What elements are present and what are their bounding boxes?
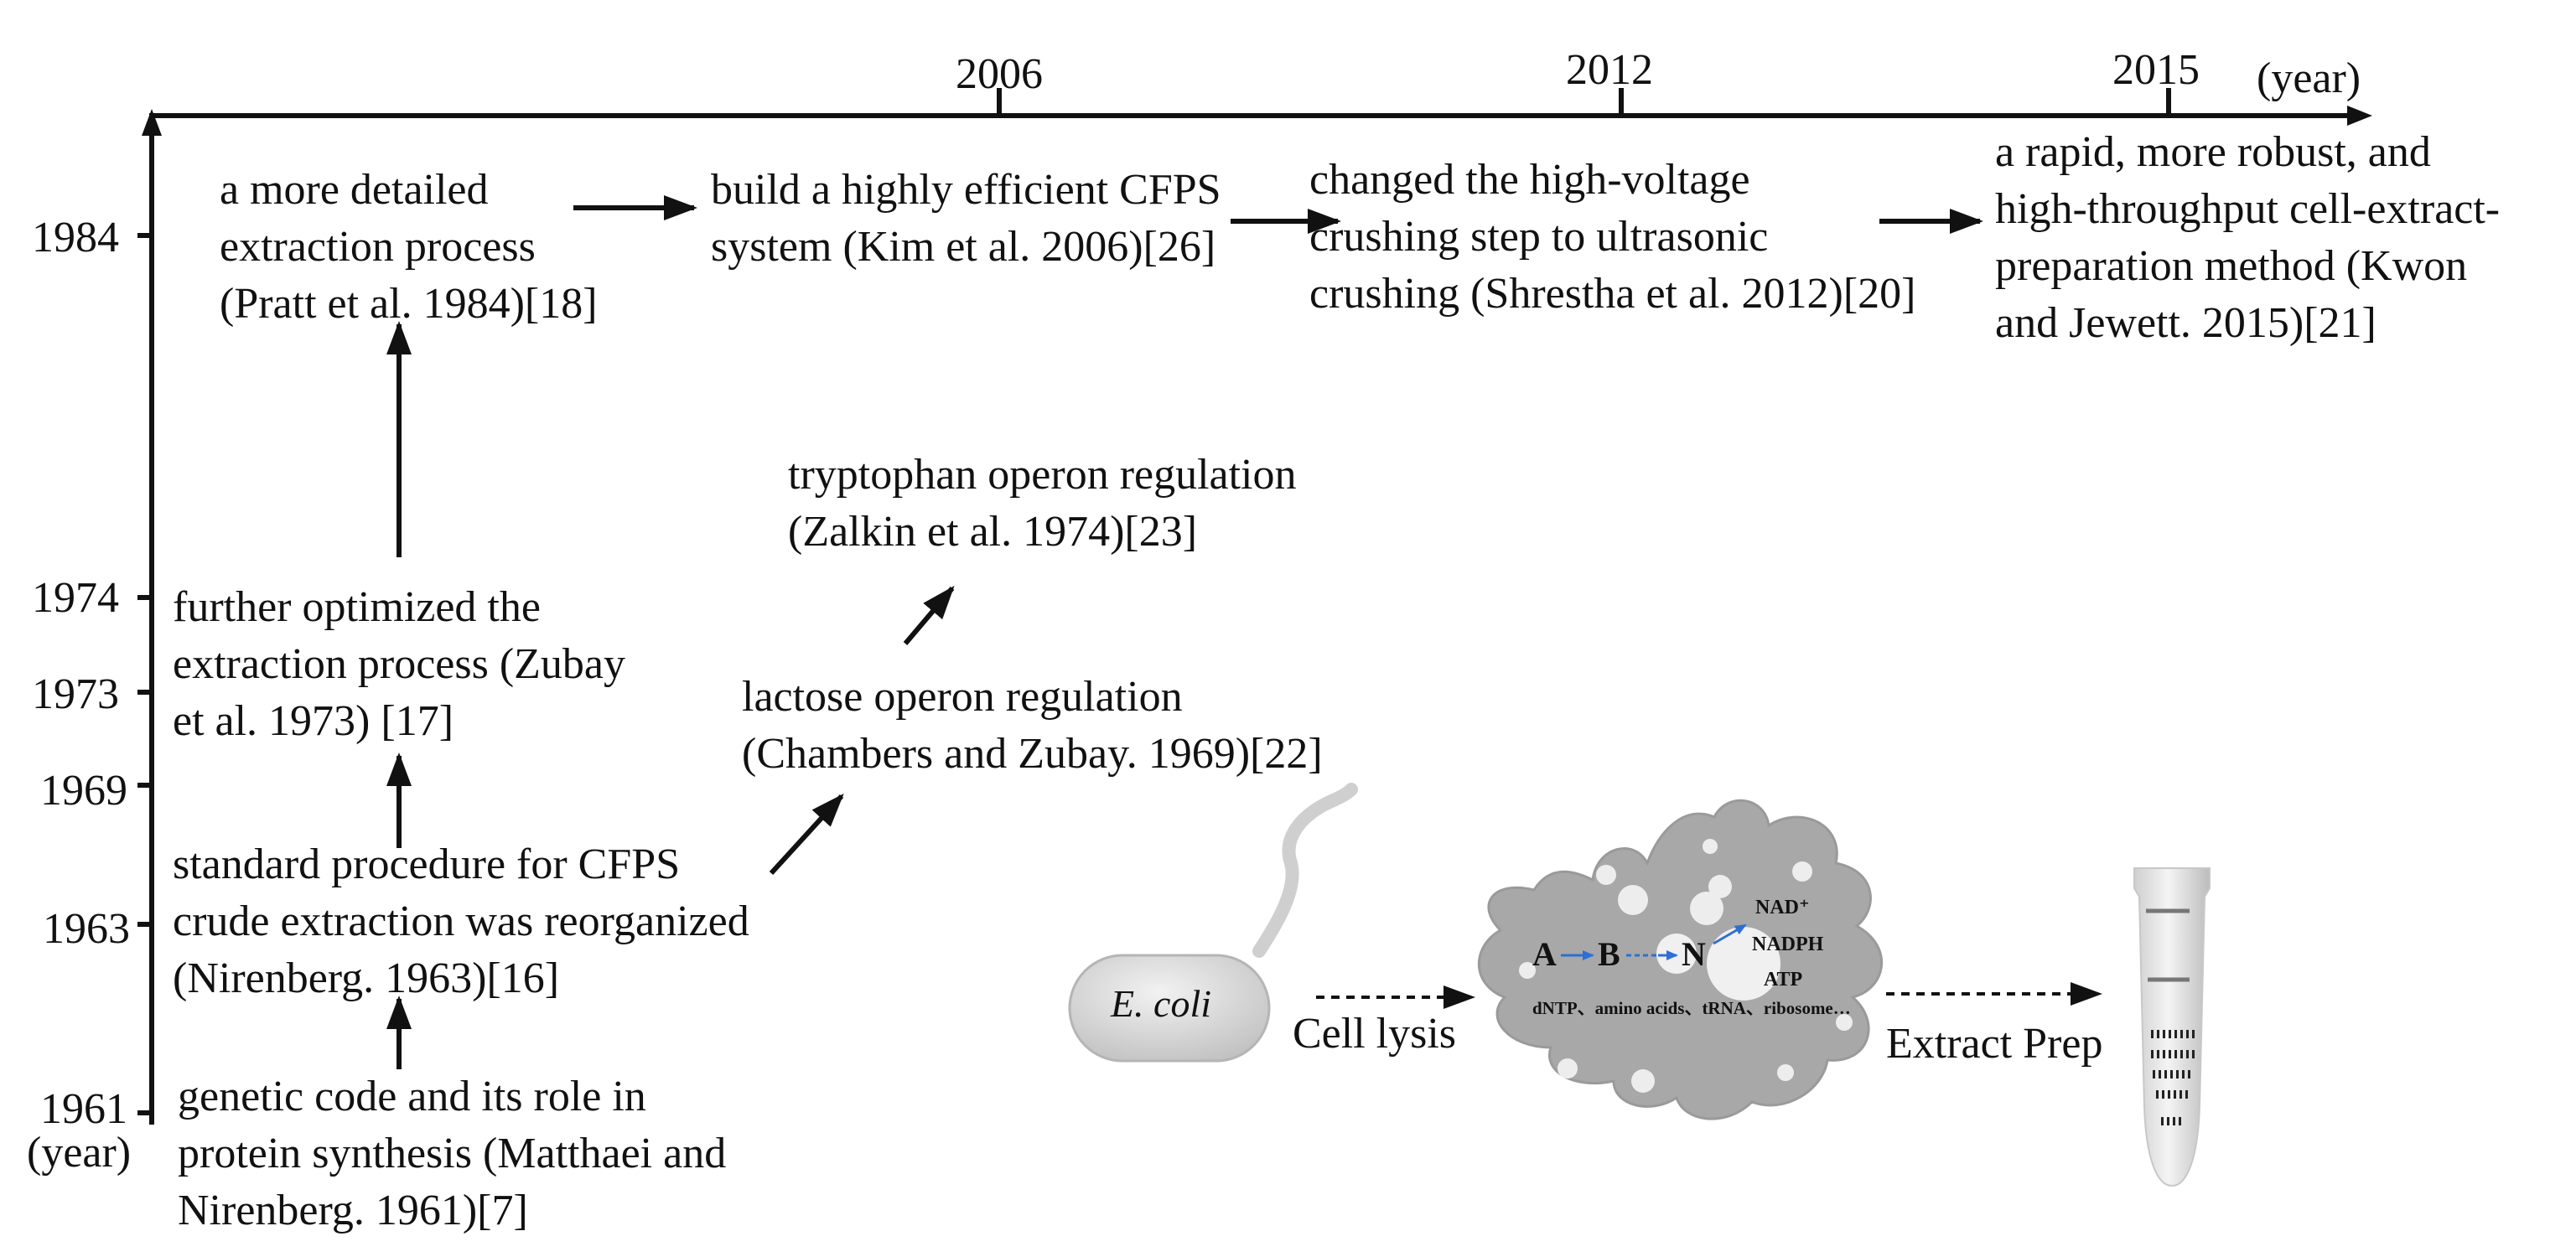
y-tick-label-1963: 1963 xyxy=(43,905,130,953)
cofactor-atp: ATP xyxy=(1764,969,1802,991)
cell-blob-6 xyxy=(1707,927,1780,1001)
pathway-node-b: B xyxy=(1598,935,1620,973)
y-tick-label-1969: 1969 xyxy=(40,767,127,815)
event-2006-line-2: system (Kim et al. 2006)[26] xyxy=(711,223,1215,271)
cell-contents-label: dNTP、amino acids、tRNA、ribosome… xyxy=(1532,998,1851,1018)
event-2015-line-4: and Jewett. 2015)[21] xyxy=(1995,299,2376,347)
cell-blob-1 xyxy=(1596,865,1616,885)
event-1973: further optimized the extraction process… xyxy=(173,583,625,745)
event-2006-line-1: build a highly efficient CFPS xyxy=(711,166,1221,214)
cofactor-nad: NAD⁺ xyxy=(1755,897,1810,918)
extract-prep-step: Extract Prep xyxy=(1886,982,2102,1068)
cell-blob-8 xyxy=(1519,962,1536,979)
event-1963: standard procedure for CFPS crude extrac… xyxy=(173,841,749,1002)
tube-contents-dashes xyxy=(2151,1030,2195,1125)
event-1969-line-2: (Chambers and Zubay. 1969)[22] xyxy=(742,730,1323,778)
x-axis-unit: (year) xyxy=(2257,54,2361,102)
ecoli-body xyxy=(1068,954,1271,1063)
cell-blob-3 xyxy=(1708,875,1732,898)
pathway-node-n: N xyxy=(1682,935,1706,973)
cell-lysis-step: Cell lysis xyxy=(1293,985,1475,1058)
event-2015: a rapid, more robust, and high-throughpu… xyxy=(1995,128,2500,347)
cell-blob-9 xyxy=(1558,1058,1578,1079)
cell-blob-13 xyxy=(1703,839,1718,854)
x-tick-label-2006: 2006 xyxy=(956,50,1043,98)
event-1974-line-1: tryptophan operon regulation xyxy=(788,451,1297,499)
cell-lysis-label: Cell lysis xyxy=(1293,1010,1456,1058)
event-1973-line-2: extraction process (Zubay xyxy=(173,640,625,688)
cell-blob-5 xyxy=(1792,861,1812,882)
extract-tube xyxy=(2133,867,2211,1187)
event-1961-line-3: Nirenberg. 1961)[7] xyxy=(178,1187,528,1234)
lysed-cell: A B N NAD⁺ NADPH ATP dNTP、amino acids、tR… xyxy=(1477,799,1883,1120)
y-tick-label-1973: 1973 xyxy=(32,670,119,718)
arrow-1963-to-1969 xyxy=(769,794,844,876)
extract-prep-arrowhead xyxy=(2071,982,2102,1006)
event-1963-line-3: (Nirenberg. 1963)[16] xyxy=(173,954,559,1002)
event-1984-line-2: extraction process xyxy=(220,223,536,271)
event-2012-line-3: crushing (Shrestha et al. 2012)[20] xyxy=(1309,270,1915,318)
x-axis-arrowhead xyxy=(2347,106,2372,126)
cell-blob-4 xyxy=(1690,892,1723,925)
x-tick-label-2012: 2012 xyxy=(1566,46,1653,94)
pathway-arrow-n-cofactor xyxy=(1713,923,1747,945)
event-2015-line-3: preparation method (Kwon xyxy=(1995,242,2467,290)
pathway-node-a: A xyxy=(1532,935,1557,973)
axes xyxy=(137,88,2372,1125)
cell-blob-2 xyxy=(1618,885,1648,915)
event-1963-line-1: standard procedure for CFPS xyxy=(173,841,680,888)
y-tick-label-1984: 1984 xyxy=(32,214,119,261)
event-1984-line-3: (Pratt et al. 1984)[18] xyxy=(220,280,598,328)
event-1984-line-1: a more detailed xyxy=(220,166,489,214)
event-2006: build a highly efficient CFPS system (Ki… xyxy=(711,166,1221,271)
event-1973-line-3: et al. 1973) [17] xyxy=(173,697,454,745)
event-2012: changed the high-voltage crushing step t… xyxy=(1309,156,1915,318)
event-1969: lactose operon regulation (Chambers and … xyxy=(742,673,1323,778)
event-2012-line-2: crushing step to ultrasonic xyxy=(1309,213,1768,261)
event-1974: tryptophan operon regulation (Zalkin et … xyxy=(788,451,1297,556)
cell-blob-12 xyxy=(1836,1014,1853,1031)
cell-lysis-arrowhead xyxy=(1443,985,1475,1009)
extract-prep-label: Extract Prep xyxy=(1886,1020,2102,1068)
arrow-1969-to-1974 xyxy=(903,585,955,645)
connector-arrows xyxy=(386,195,1983,1069)
event-1961: genetic code and its role in protein syn… xyxy=(178,1073,726,1234)
ecoli-label: E. coli xyxy=(1110,982,1211,1025)
y-axis-unit: (year) xyxy=(27,1129,131,1177)
event-1969-line-1: lactose operon regulation xyxy=(742,673,1183,721)
event-2012-line-1: changed the high-voltage xyxy=(1309,156,1750,204)
cell-blob-11 xyxy=(1777,1064,1794,1081)
event-1961-line-1: genetic code and its role in xyxy=(178,1073,646,1120)
event-1974-line-2: (Zalkin et al. 1974)[23] xyxy=(788,508,1197,556)
tube-body xyxy=(2133,867,2211,1187)
ecoli-cell: E. coli xyxy=(1068,783,1358,1063)
event-2015-line-2: high-throughput cell-extract- xyxy=(1995,185,2500,233)
x-tick-label-2015: 2015 xyxy=(2112,46,2200,94)
y-axis-arrowhead xyxy=(142,109,162,136)
cell-blob-10 xyxy=(1631,1069,1655,1093)
y-tick-label-1974: 1974 xyxy=(32,574,119,622)
cofactor-nadph: NADPH xyxy=(1752,934,1824,955)
ecoli-flagellum xyxy=(1252,783,1358,958)
event-1963-line-2: crude extraction was reorganized xyxy=(173,897,749,945)
event-1961-line-2: protein synthesis (Matthaei and xyxy=(178,1130,726,1177)
event-1973-line-1: further optimized the xyxy=(173,583,541,631)
event-2015-line-1: a rapid, more robust, and xyxy=(1995,128,2431,176)
event-1984: a more detailed extraction process (Prat… xyxy=(220,166,598,328)
y-tick-label-1961: 1961 xyxy=(40,1085,127,1133)
